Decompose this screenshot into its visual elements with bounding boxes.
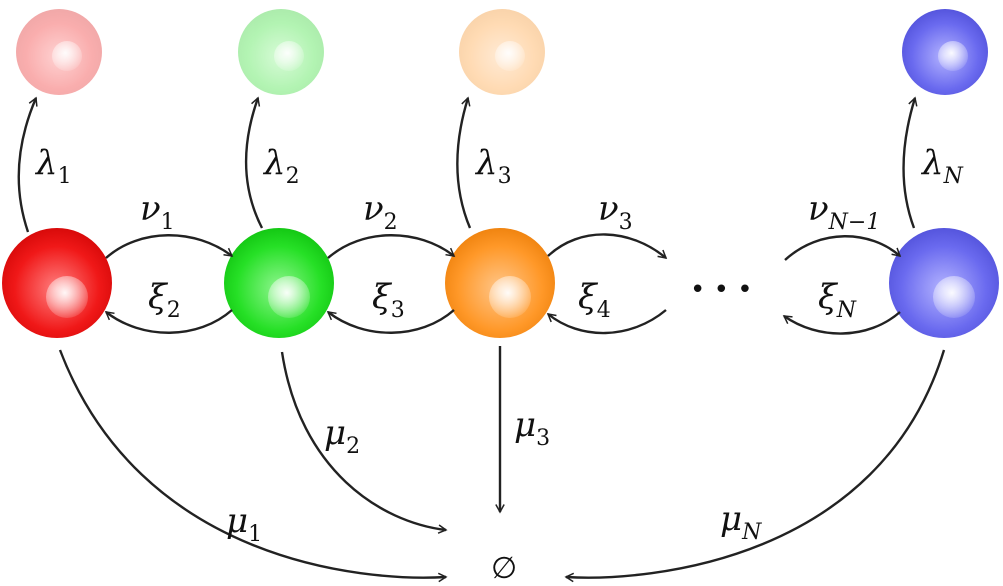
mu-2-arrow <box>280 351 448 534</box>
lambda-2-label: λ2 <box>262 143 300 189</box>
lambda-n-arrow <box>902 96 918 229</box>
cell-1 <box>2 228 112 338</box>
xi-2-arrow <box>104 309 233 334</box>
nu-2-label: ν2 <box>363 189 398 235</box>
lambda-1-arrow <box>17 96 38 233</box>
cell-faded-2 <box>238 9 324 95</box>
lambda-1-label: λ1 <box>34 143 72 189</box>
empty-set-label: ∅ <box>491 551 517 586</box>
nu-2-arrow <box>327 234 456 259</box>
nu-n1-label: νN−1 <box>808 189 880 235</box>
nu-3-label: ν3 <box>598 189 633 235</box>
cell-n <box>889 228 999 338</box>
mu-1-label: μ1 <box>226 501 262 547</box>
lambda-3-arrow <box>456 96 472 229</box>
nu-1-arrow <box>105 234 234 259</box>
mu-n-arrow <box>564 349 946 583</box>
nu-1-label: ν1 <box>140 189 175 235</box>
xi-4-arrow <box>546 309 667 335</box>
cell-faded-3 <box>459 9 545 95</box>
nu-3-arrow <box>547 233 668 259</box>
xi-3-label: ξ3 <box>372 277 405 323</box>
xi-4-label: ξ4 <box>578 277 611 323</box>
lambda-2-arrow <box>244 96 264 229</box>
cell-3 <box>445 228 555 338</box>
nu-n1-arrow <box>784 235 902 261</box>
xi-3-arrow <box>326 309 455 334</box>
xi-n-arrow <box>782 311 901 335</box>
cell-faded-1 <box>16 9 102 95</box>
cell-faded-n <box>902 9 988 95</box>
cell-2 <box>224 228 334 338</box>
lambda-3-label: λ3 <box>474 143 512 189</box>
mu-n-label: μN <box>720 499 762 545</box>
xi-2-label: ξ2 <box>148 277 181 323</box>
ellipsis-label: • • • <box>690 275 753 305</box>
lambda-n-label: λN <box>920 143 964 189</box>
mu-2-label: μ2 <box>324 413 360 459</box>
mu-3-label: μ3 <box>514 405 550 451</box>
xi-n-label: ξN <box>818 277 857 323</box>
mu-1-arrow <box>58 349 448 583</box>
